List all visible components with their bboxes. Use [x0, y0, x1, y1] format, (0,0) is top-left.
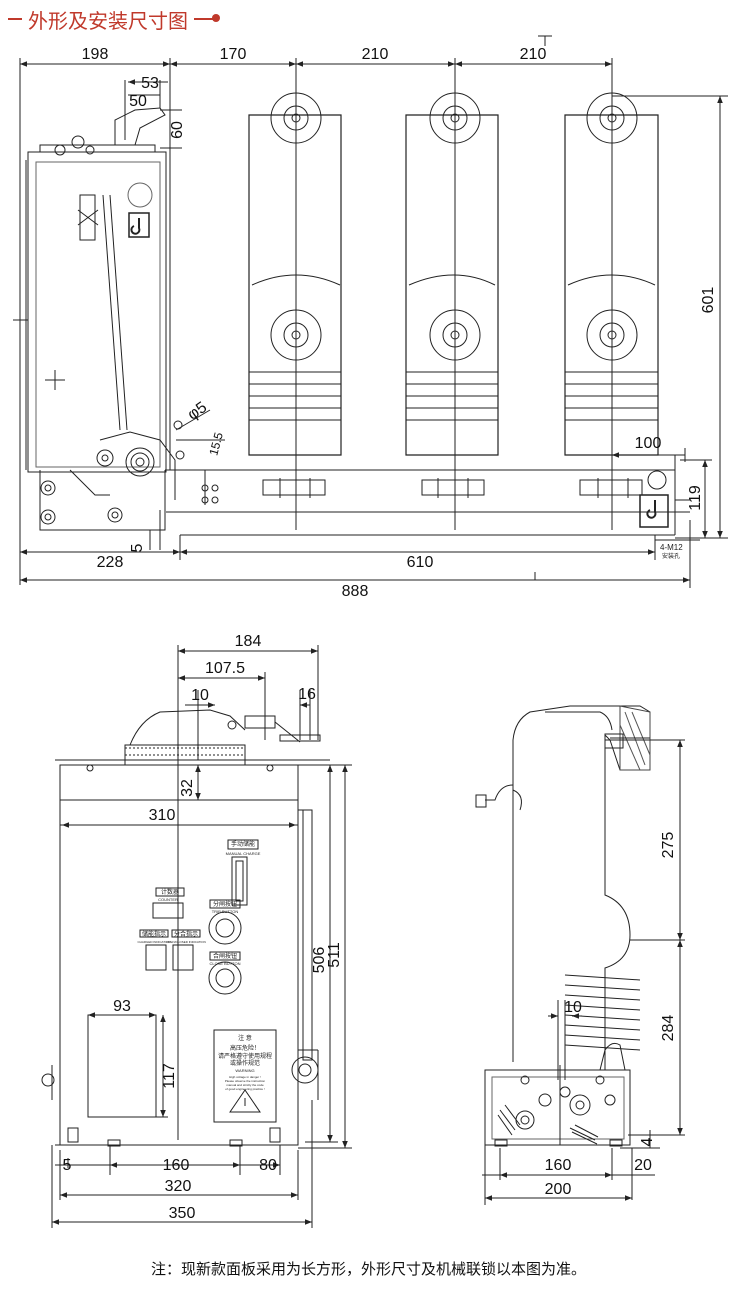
dim-506: 506 — [311, 947, 328, 974]
front-right-dims — [612, 95, 728, 541]
side-labels: 275 284 10 4 160 20 200 — [545, 832, 677, 1198]
dim-16: 16 — [298, 686, 316, 703]
dim-32: 32 — [179, 779, 196, 797]
dim-228: 228 — [97, 554, 124, 571]
panel-body — [41, 759, 330, 1147]
drawing-note: 注：现新款面板采用为长方形，外形尺寸及机械联锁以本图为准。 — [150, 1260, 586, 1278]
warning-en-1: High voltage in danger ! — [229, 1075, 261, 1079]
warning-line-1: 高压危险！ — [230, 1044, 260, 1052]
label-close-en: CLOSE BUTTON — [209, 961, 240, 966]
base-frame — [166, 455, 690, 536]
warning-line-3: 或操作规范 — [230, 1059, 260, 1067]
label-manual-charge-en: MANUAL CHARGE — [226, 851, 261, 856]
dim-100: 100 — [635, 435, 662, 452]
dim-60: 60 — [169, 121, 186, 139]
mount-hole-sub: 安装孔 — [662, 552, 680, 560]
mount-hole-label: 4-M12 — [660, 543, 683, 552]
panel-top-dims — [177, 645, 319, 1140]
panel-mechanism-top — [124, 709, 321, 765]
warning-en-4: of good engineering practice ! — [225, 1087, 265, 1091]
dim-200: 200 — [545, 1181, 572, 1198]
dim-107-5: 107.5 — [205, 660, 245, 677]
dim-210-b: 210 — [520, 46, 547, 63]
dim-80: 80 — [259, 1157, 277, 1174]
title-arrow-icon — [194, 14, 220, 22]
label-indicator-2-en: OPEN/CLOSED INDICATION — [166, 940, 206, 944]
dim-160: 160 — [163, 1157, 190, 1174]
dim-93: 93 — [113, 998, 131, 1015]
label-trip: 分闸按钮 — [213, 900, 237, 908]
side-view — [475, 705, 685, 1205]
title-dash — [8, 18, 22, 20]
dim-310: 310 — [149, 807, 176, 824]
dim-888: 888 — [342, 583, 369, 600]
front-bottom-dims — [20, 79, 691, 588]
dim-184: 184 — [235, 633, 262, 650]
pole-middle — [405, 92, 499, 498]
front-top-dims — [19, 35, 613, 585]
warning-line-2: 请严格遵守使用规程 — [218, 1052, 272, 1060]
warning-en-3: manual and strictly the code — [226, 1083, 264, 1087]
dim-284: 284 — [660, 1015, 677, 1042]
label-indicator-1: 储能指示 — [142, 930, 166, 938]
dim-5: 5 — [129, 543, 146, 552]
label-indicator-2: 分合指示 — [174, 930, 198, 938]
dim-53: 53 — [141, 75, 159, 92]
dim-15-5: 15.5 — [206, 431, 226, 457]
dim-350: 350 — [169, 1205, 196, 1222]
dim-160-side: 160 — [545, 1157, 572, 1174]
label-trip-en: TRIP BUTTON — [212, 909, 239, 914]
dim-275: 275 — [660, 832, 677, 859]
technical-drawing: 198 170 210 210 53 50 60 601 100 119 φ5 … — [13, 35, 728, 1228]
dim-210-a: 210 — [362, 46, 389, 63]
dim-170: 170 — [220, 46, 247, 63]
dim-198: 198 — [82, 46, 109, 63]
warning-title: 注 意 — [238, 1034, 252, 1042]
dim-phi5: φ5 — [185, 399, 211, 424]
front-dim-labels: 198 170 210 210 53 50 60 601 100 119 φ5 … — [82, 46, 717, 600]
panel-dims — [51, 764, 352, 1228]
dim-117: 117 — [161, 1063, 178, 1089]
front-view — [13, 35, 728, 588]
dim-4: 4 — [639, 1137, 656, 1146]
dim-601: 601 — [700, 287, 717, 314]
dim-320: 320 — [165, 1178, 192, 1195]
dim-610: 610 — [407, 554, 434, 571]
pole-left — [248, 92, 342, 498]
title-text: 外形及安装尺寸图 — [28, 8, 188, 33]
diagram-title: 外形及安装尺寸图 — [8, 4, 220, 34]
dim-511: 511 — [326, 942, 343, 968]
label-close: 合闸按钮 — [213, 952, 237, 960]
dim-50: 50 — [129, 93, 147, 110]
dim-5-b: 5 — [63, 1157, 72, 1174]
dim-20: 20 — [634, 1157, 652, 1174]
label-manual-charge: 手动储能 — [231, 840, 255, 848]
warning-line-4: WARNING — [235, 1068, 254, 1073]
label-counter-en: COUNTER — [158, 897, 178, 902]
label-indicator-1-en: CHARGED INDICATION — [138, 940, 171, 944]
dim-10: 10 — [191, 687, 209, 704]
dim-10-side: 10 — [564, 999, 582, 1016]
side-pole-body — [475, 705, 651, 1147]
dim-119: 119 — [687, 485, 704, 511]
label-counter: 计数器 — [161, 888, 179, 896]
panel-view — [41, 645, 352, 1228]
side-dims — [482, 739, 685, 1205]
panel-labels: 184 107.5 10 16 32 310 506 511 93 117 5 … — [63, 633, 343, 1222]
warning-en-2: Please observe the instruction — [225, 1079, 266, 1083]
mechanism-box — [13, 80, 225, 540]
